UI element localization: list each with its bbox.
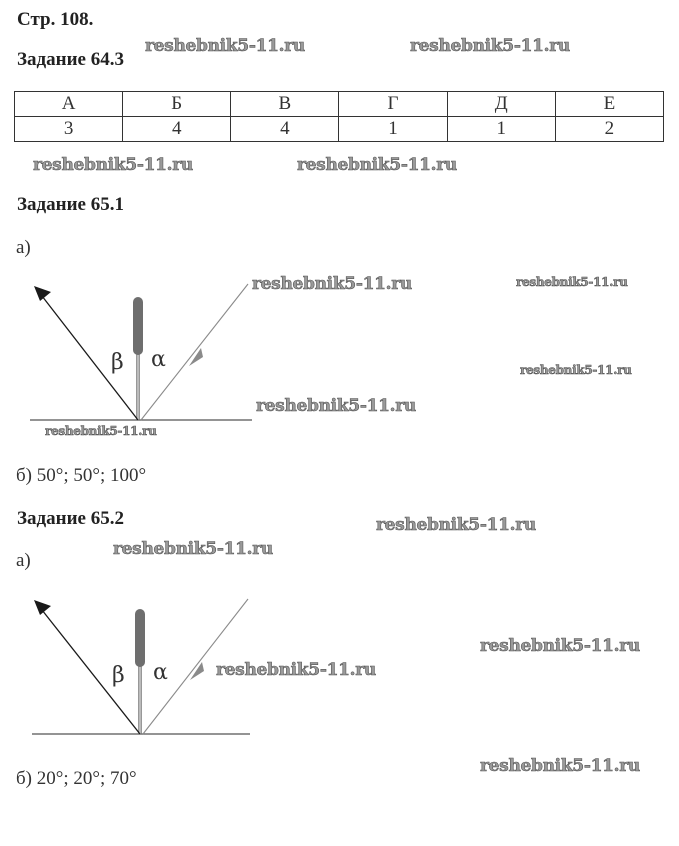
incident-ray-arrow-icon bbox=[140, 283, 249, 421]
beta-angle-label: β bbox=[111, 350, 124, 375]
watermark: reshebnik5-11.ru bbox=[516, 275, 628, 290]
table-header-cell: В bbox=[230, 91, 340, 117]
answer-table: А Б В Г Д Е 3 4 4 1 1 2 bbox=[13, 91, 665, 142]
reed-icon bbox=[133, 297, 143, 420]
table-header-cell: Б bbox=[122, 91, 232, 117]
watermark: reshebnik5-11.ru bbox=[113, 539, 274, 560]
watermark: reshebnik5-11.ru bbox=[480, 756, 641, 777]
task-65-2-part-a-label: а) bbox=[16, 550, 31, 571]
task-65-1-part-b-answer: б) 50°; 50°; 100° bbox=[16, 465, 147, 486]
watermark: reshebnik5-11.ru bbox=[410, 36, 571, 57]
task-65-2-part-b-answer: б) 20°; 20°; 70° bbox=[16, 768, 137, 789]
table-value-cell: 4 bbox=[230, 116, 340, 142]
watermark: reshebnik5-11.ru bbox=[297, 155, 458, 176]
table-value-cell: 2 bbox=[554, 116, 665, 142]
reflection-diagram-65-2: β α bbox=[32, 598, 250, 735]
beta-angle-label: β bbox=[112, 663, 125, 688]
task-65-1-part-a-label: а) bbox=[16, 237, 31, 258]
watermark: reshebnik5-11.ru bbox=[45, 424, 157, 439]
watermark: reshebnik5-11.ru bbox=[33, 155, 194, 176]
watermark: reshebnik5-11.ru bbox=[520, 363, 632, 378]
task-64-3-title: Задание 64.3 bbox=[17, 49, 124, 70]
table-header-cell: Е bbox=[554, 91, 665, 117]
reed-icon bbox=[135, 609, 145, 734]
table-value-cell: 3 bbox=[13, 116, 124, 142]
watermark: reshebnik5-11.ru bbox=[252, 274, 413, 295]
watermark: reshebnik5-11.ru bbox=[376, 515, 537, 536]
table-header-cell: Д bbox=[446, 91, 556, 117]
table-value-cell: 1 bbox=[446, 116, 556, 142]
table-value-cell: 1 bbox=[338, 116, 448, 142]
alpha-angle-label: α bbox=[151, 347, 166, 372]
reflected-ray-arrow-icon bbox=[34, 600, 141, 735]
table-header-row: А Б В Г Д Е bbox=[13, 91, 665, 117]
watermark: reshebnik5-11.ru bbox=[480, 636, 641, 657]
watermark: reshebnik5-11.ru bbox=[256, 396, 417, 417]
alpha-angle-label: α bbox=[153, 660, 168, 685]
task-65-2-title: Задание 65.2 bbox=[17, 508, 124, 529]
table-header-cell: А bbox=[13, 91, 124, 117]
table-value-row: 3 4 4 1 1 2 bbox=[13, 116, 665, 142]
watermark: reshebnik5-11.ru bbox=[145, 36, 306, 57]
incident-ray-arrow-icon bbox=[142, 598, 249, 735]
watermark: reshebnik5-11.ru bbox=[216, 660, 377, 681]
table-header-cell: Г bbox=[338, 91, 448, 117]
table-value-cell: 4 bbox=[122, 116, 232, 142]
reflected-ray-arrow-icon bbox=[34, 286, 139, 421]
page-heading: Стр. 108. bbox=[17, 9, 94, 30]
task-65-1-title: Задание 65.1 bbox=[17, 194, 124, 215]
reflection-diagram-65-1: β α bbox=[30, 283, 252, 421]
